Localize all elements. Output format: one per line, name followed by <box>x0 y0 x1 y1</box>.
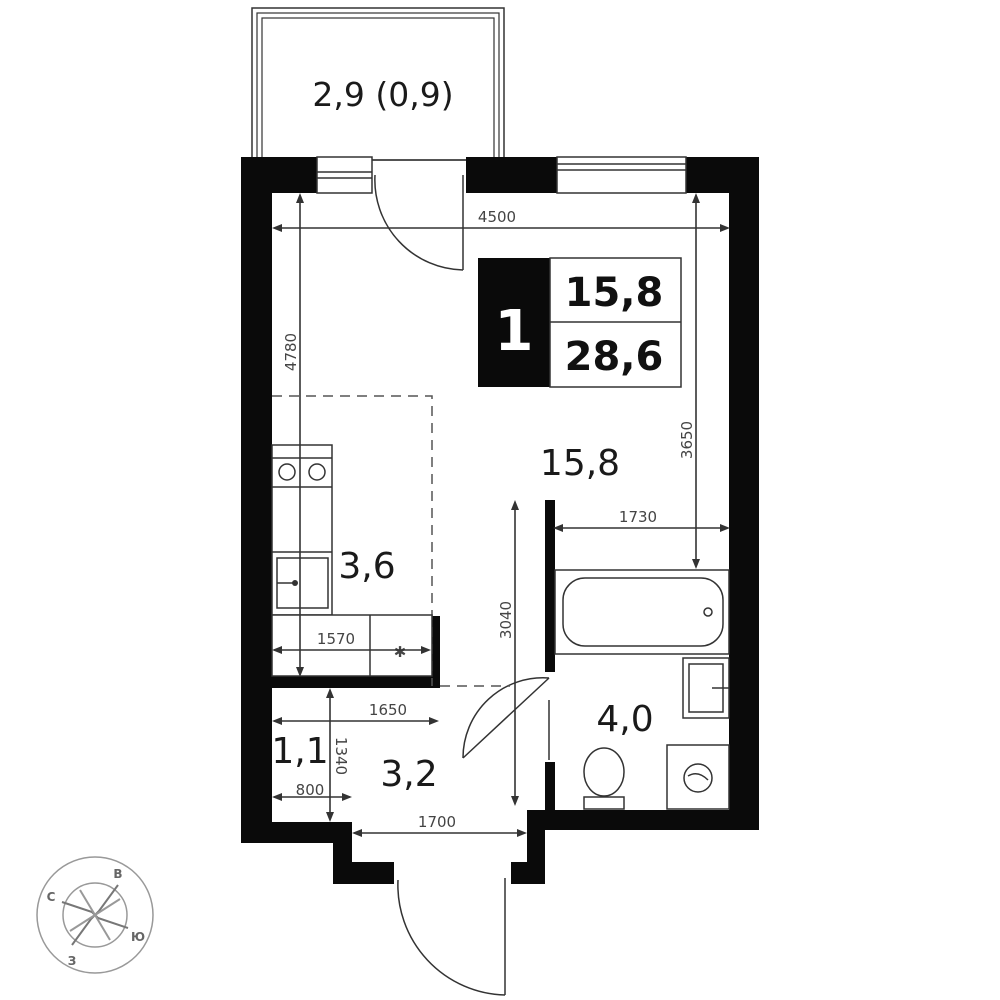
dim-right-height: 3650 <box>678 421 696 459</box>
dim-bath-width: 1730 <box>619 508 657 526</box>
living-area-value: 15,8 <box>565 270 664 316</box>
windows <box>316 156 687 194</box>
living-room-area-label: 15,8 <box>540 443 620 484</box>
area-badge: 1 15,8 28,6 <box>478 257 682 388</box>
dim-width-total: 4500 <box>478 208 516 226</box>
compass-south-label: З <box>68 954 77 968</box>
bathroom: 4,0 <box>554 569 730 810</box>
compass-north-label: В <box>113 867 122 881</box>
dimensions: 4500 4780 3650 1730 1570 3040 1650 1340 … <box>272 193 730 837</box>
walls <box>241 157 759 884</box>
compass-east-label: Ю <box>131 930 145 944</box>
compass: В Ю З С <box>36 856 154 974</box>
balcony: 2,9 (0,9) <box>251 7 505 161</box>
compass-west-label: С <box>47 890 56 904</box>
dim-entry-width: 1700 <box>418 813 456 831</box>
dim-storage-height: 1340 <box>332 737 350 775</box>
room-count: 1 <box>495 299 534 364</box>
dim-height-total: 4780 <box>282 333 300 371</box>
total-area-value: 28,6 <box>565 334 664 380</box>
dim-storage-width: 800 <box>296 781 325 799</box>
bathroom-area-label: 4,0 <box>596 699 653 740</box>
fridge-mark: ✱ <box>394 643 407 661</box>
dim-kitchen-width: 1570 <box>317 630 355 648</box>
hallway-area-label: 3,2 <box>380 754 437 795</box>
kitchen-area-label: 3,6 <box>338 546 395 587</box>
storage-area-label: 1,1 <box>271 731 328 772</box>
dim-corridor-height: 3040 <box>497 601 515 639</box>
balcony-area-label: 2,9 (0,9) <box>312 75 453 114</box>
doors <box>374 174 550 996</box>
kitchen: ✱ 3,6 <box>271 395 510 687</box>
dim-hall-width: 1650 <box>369 701 407 719</box>
